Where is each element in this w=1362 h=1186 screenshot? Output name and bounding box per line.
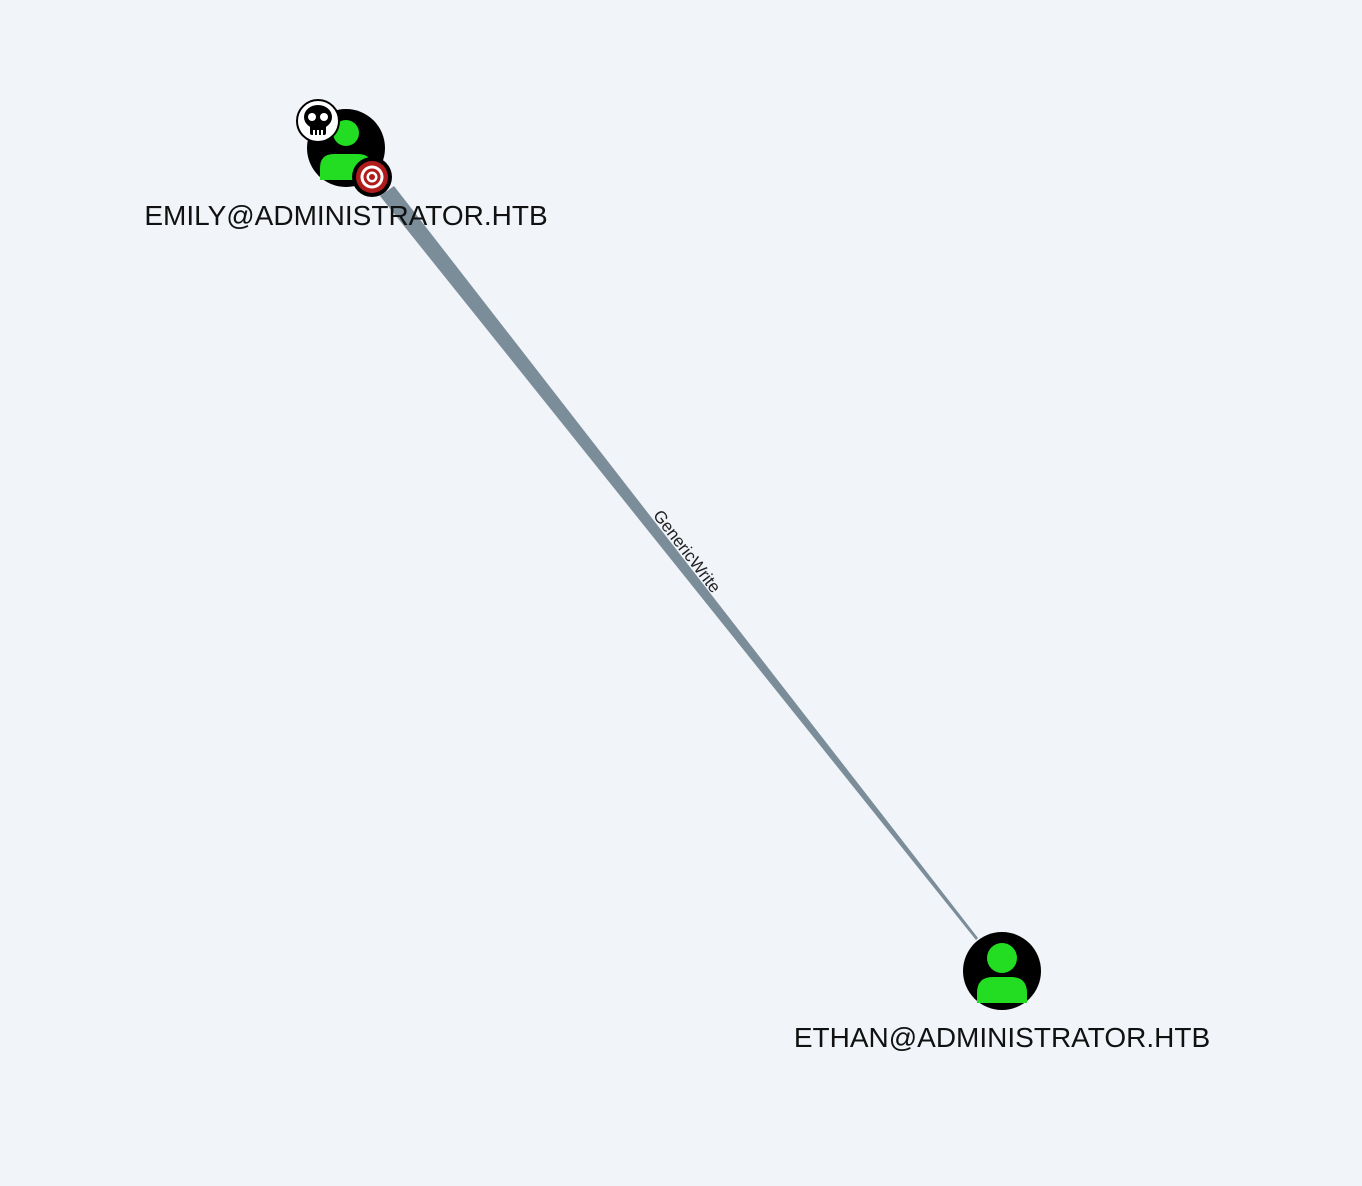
edge-line[interactable]: [380, 186, 978, 940]
target-icon: [352, 157, 392, 197]
user-icon: [977, 943, 1027, 1003]
node-ethan[interactable]: ETHAN@ADMINISTRATOR.HTB: [794, 932, 1210, 1053]
skull-icon: [296, 99, 340, 143]
node-emily[interactable]: EMILY@ADMINISTRATOR.HTB: [144, 99, 548, 231]
edge-genericwrite[interactable]: GenericWrite: [380, 186, 978, 940]
node-label-ethan: ETHAN@ADMINISTRATOR.HTB: [794, 1022, 1210, 1053]
node-label-emily: EMILY@ADMINISTRATOR.HTB: [144, 200, 547, 231]
edge-label: GenericWrite: [649, 506, 724, 596]
